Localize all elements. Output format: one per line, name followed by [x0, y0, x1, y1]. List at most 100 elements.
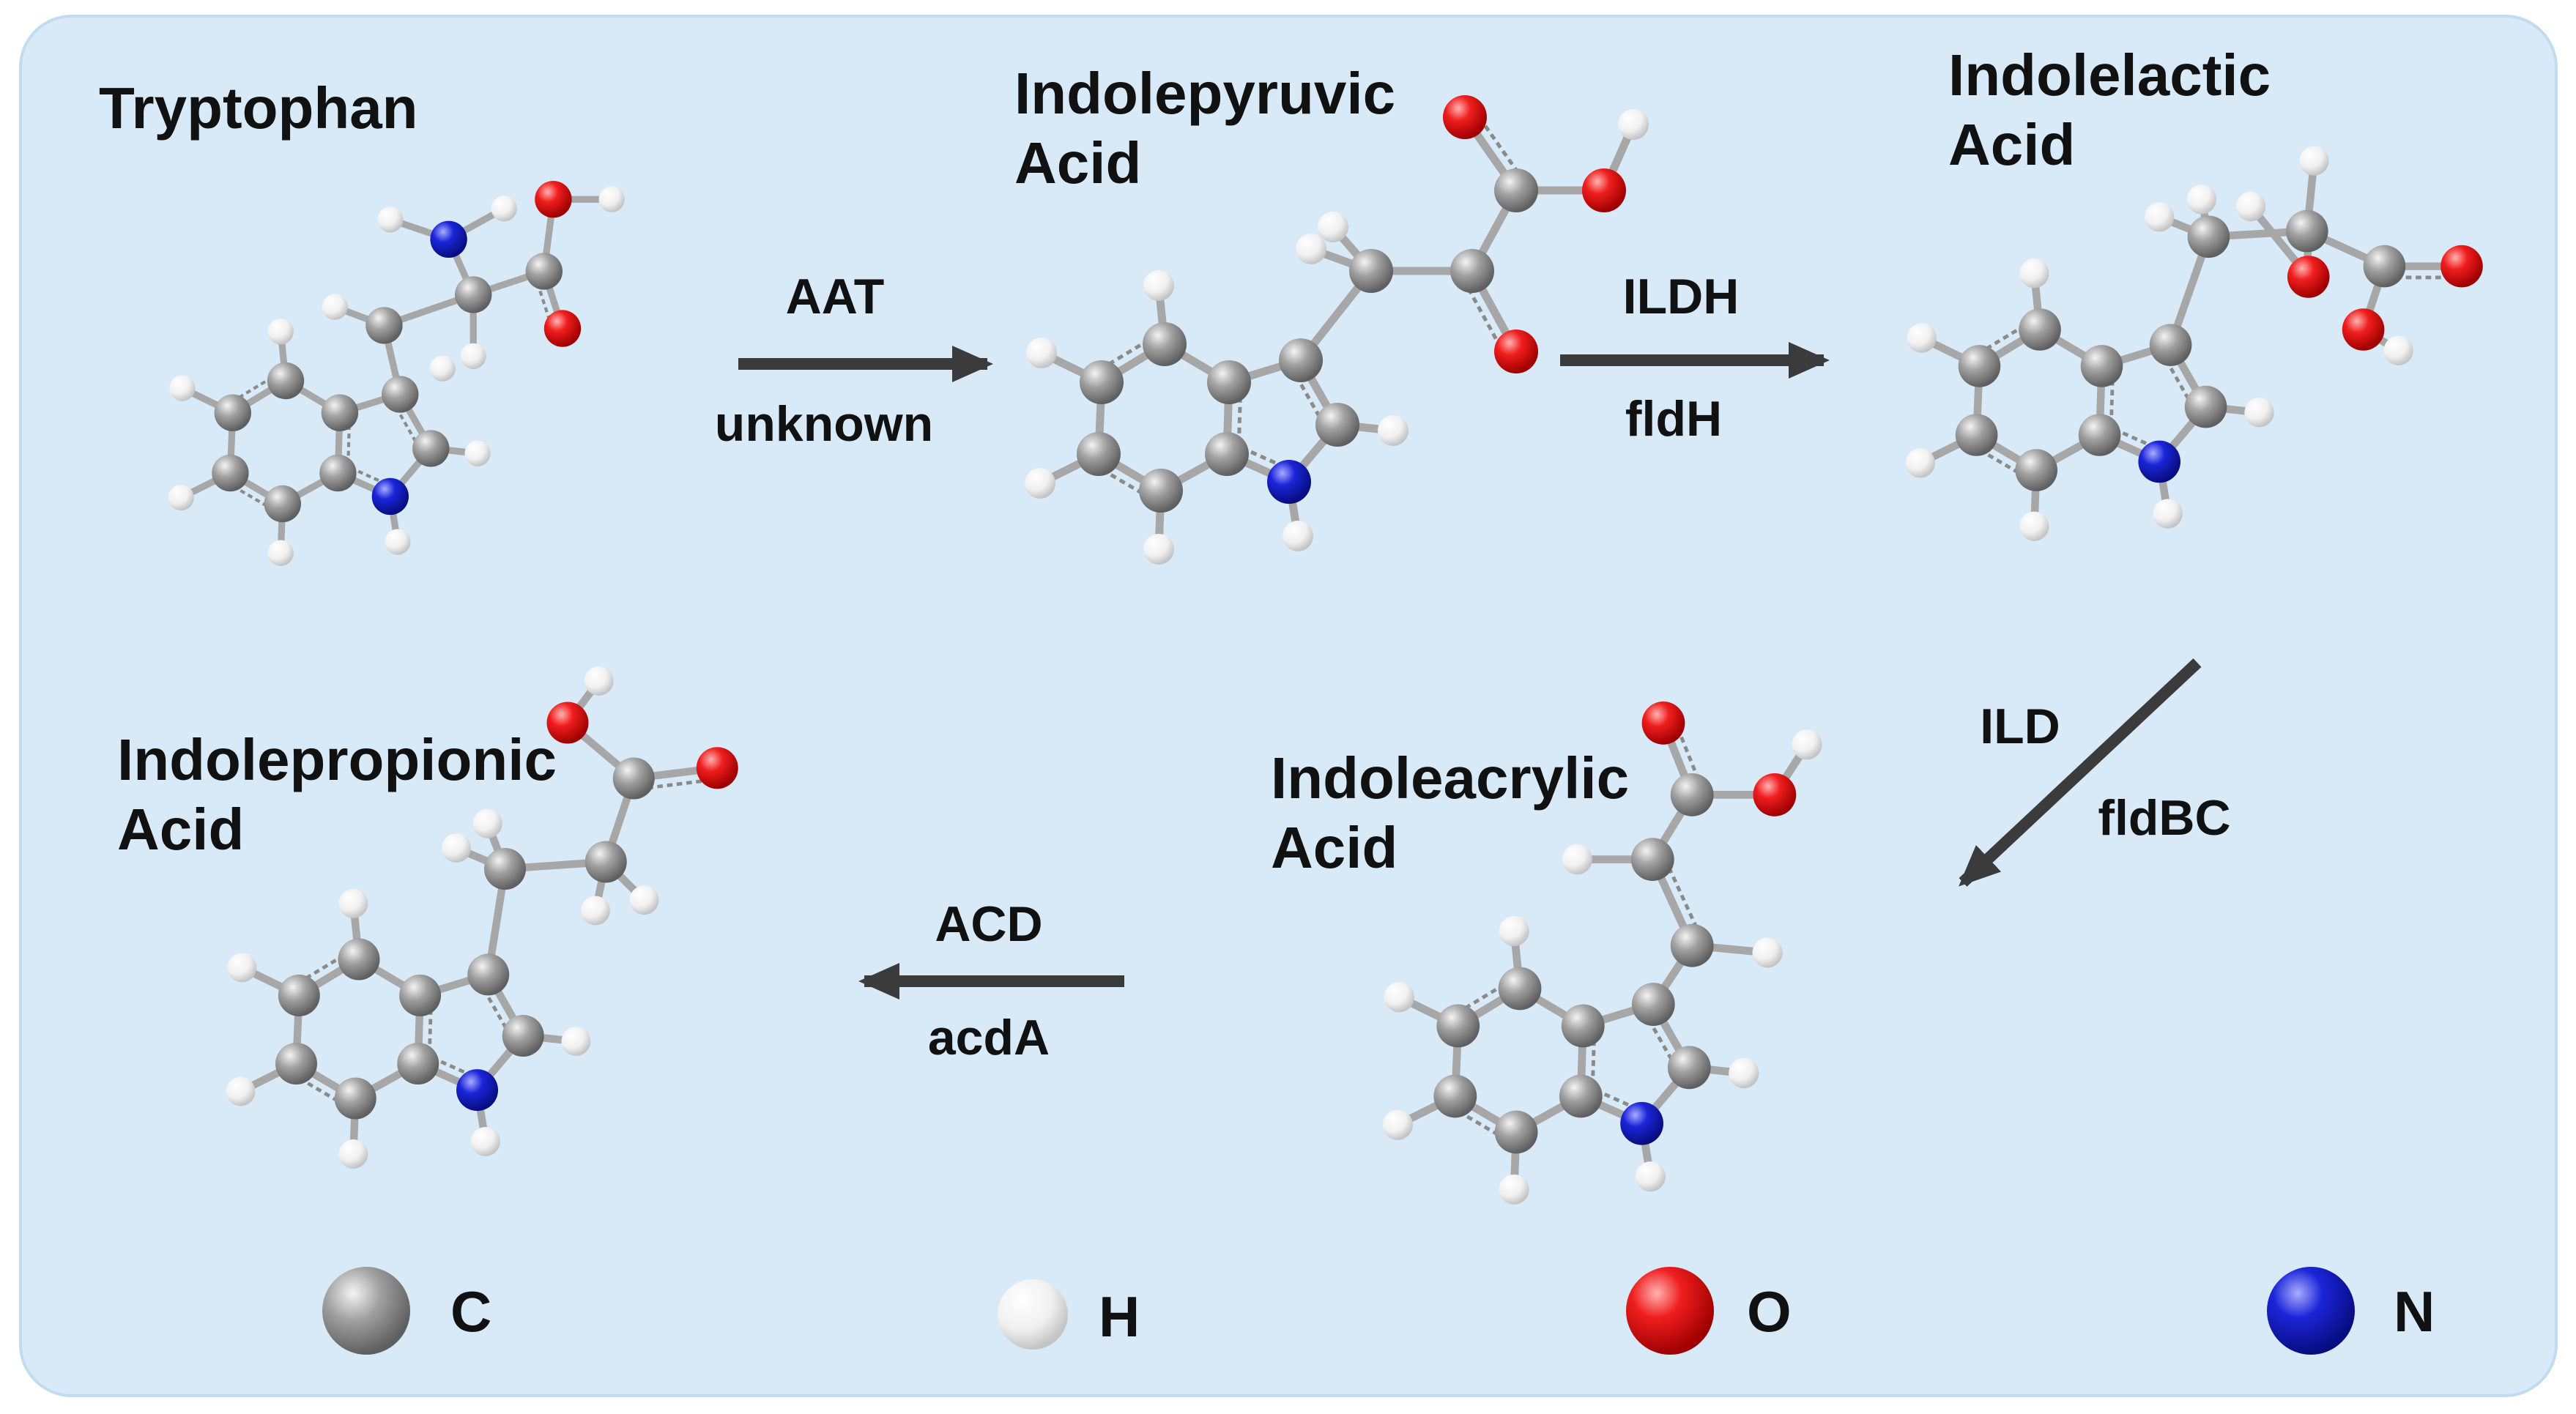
bond-order-line [535, 282, 552, 324]
hydrogen-atom [598, 186, 625, 212]
hydrogen-atom [464, 440, 491, 466]
compound-label-indolepyruvic-line1: Indolepyruvic [1014, 61, 1395, 126]
hydrogen-atom-sphere-icon [998, 1279, 1068, 1350]
hydrogen-atom [1792, 729, 1822, 760]
legend-label-carbon: C [450, 1279, 491, 1344]
oxygen-atom [543, 310, 582, 347]
nitrogen-atom [456, 1069, 498, 1112]
bond-order-line [1458, 1109, 1502, 1139]
bond-order-line [395, 406, 420, 446]
carbon-atom [267, 362, 305, 400]
oxygen-atom [546, 702, 589, 744]
carbon-atom [399, 974, 442, 1016]
hydrogen-atom [629, 885, 659, 915]
compound-label-indolepropionic-line1: Indolepropionic [117, 727, 557, 792]
carbon-atom [1670, 773, 1714, 816]
carbon-atom [334, 1077, 376, 1120]
bond-order-line [1594, 1088, 1638, 1111]
carbon-atom [338, 938, 380, 981]
legend-label-oxygen: O [1747, 1279, 1792, 1344]
oxygen-atom [696, 747, 738, 789]
carbon-atom [525, 253, 563, 290]
hydrogen-atom [1378, 415, 1408, 446]
oxygen-atom [1753, 773, 1797, 816]
oxygen-atom [1582, 168, 1626, 212]
nitrogen-atom-sphere-icon [2267, 1267, 2355, 1355]
molecule-indolepropionic-acid [226, 666, 738, 1169]
enzyme-label-acd: ACD [935, 896, 1042, 952]
hydrogen-atom [377, 206, 404, 233]
bond-order-line [427, 1005, 433, 1054]
carbon-atom [2363, 245, 2406, 288]
hydrogen-atom [338, 1139, 368, 1169]
carbon-atom [278, 974, 320, 1016]
hydrogen-atom [1025, 468, 1055, 499]
hydrogen-atom [472, 808, 502, 838]
carbon-atom [397, 1043, 439, 1084]
hydrogen-atom [1635, 1161, 1666, 1192]
gene-label-unknown: unknown [715, 396, 933, 452]
compound-label-indolelactic-line1: Indolelactic [1948, 42, 2271, 108]
hydrogen-atom [227, 953, 257, 983]
oxygen-atom-sphere-icon [1626, 1267, 1714, 1355]
bond-order-line [1460, 983, 1506, 1012]
carbon-atom [1630, 838, 1674, 881]
compound-label-tryptophan: Tryptophan [99, 75, 418, 141]
carbon-atom [2080, 345, 2123, 387]
carbon-atom [455, 276, 492, 313]
carbon-atom [212, 454, 249, 492]
hydrogen-atom [584, 666, 614, 696]
hydrogen-atom [226, 1076, 256, 1106]
oxygen-atom [1443, 95, 1487, 139]
compound-label-indolepyruvic-line2: Acid [1014, 130, 1141, 196]
hydrogen-atom [429, 355, 456, 382]
oxygen-atom [2342, 308, 2385, 351]
oxygen-atom [1494, 330, 1538, 373]
bond-order-line [346, 422, 352, 465]
hydrogen-atom [442, 833, 471, 863]
hydrogen-atom [1318, 212, 1348, 242]
carbon-atom [1958, 345, 2001, 387]
carbon-atom [382, 376, 419, 413]
carbon-atom [1143, 322, 1187, 366]
bond-order-line [2112, 427, 2156, 450]
molecule-tryptophan [168, 181, 625, 566]
oxygen-atom [2287, 256, 2330, 298]
carbon-atom [1498, 967, 1542, 1011]
carbon-atom [412, 430, 450, 467]
hydrogen-atom [1382, 1109, 1413, 1140]
carbon-atom [2015, 449, 2057, 491]
nitrogen-atom [1267, 460, 1311, 504]
compound-label-indoleacrylic-line2: Acid [1271, 815, 1398, 880]
hydrogen-atom [2235, 191, 2266, 222]
carbon-atom [2184, 385, 2227, 428]
nitrogen-atom [1620, 1101, 1664, 1145]
bond-order-line [1236, 393, 1243, 444]
hydrogen-atom [267, 319, 294, 345]
bond-order-line [647, 778, 707, 790]
hydrogen-atom [2019, 258, 2049, 289]
carbon-atom [1433, 1074, 1477, 1118]
carbon-atom [1494, 168, 1538, 212]
carbon-atom-sphere-icon [322, 1267, 410, 1355]
carbon-atom [1631, 983, 1675, 1026]
enzyme-label-aat: AAT [786, 269, 885, 324]
carbon-atom [319, 454, 357, 492]
bond-order-line [1466, 287, 1502, 346]
hydrogen-atom [1283, 521, 1313, 551]
nitrogen-atom [2138, 440, 2180, 483]
hydrogen-atom [1562, 844, 1592, 875]
molecule-indolepyruvic-acid [1025, 95, 1649, 565]
hydrogen-atom [169, 375, 196, 401]
bond-order-line [1981, 324, 2026, 353]
gene-label-fldbc: fldBC [2098, 790, 2230, 846]
carbon-atom [1561, 1004, 1605, 1048]
molecule-indoleacrylic-acid [1382, 702, 1822, 1205]
hydrogen-atom [1026, 338, 1057, 368]
hydrogen-atom [561, 1027, 591, 1057]
hydrogen-atom [338, 889, 368, 918]
carbon-atom [2149, 324, 2192, 366]
hydrogen-atom [2186, 185, 2216, 215]
bond-order-line [431, 1055, 474, 1078]
